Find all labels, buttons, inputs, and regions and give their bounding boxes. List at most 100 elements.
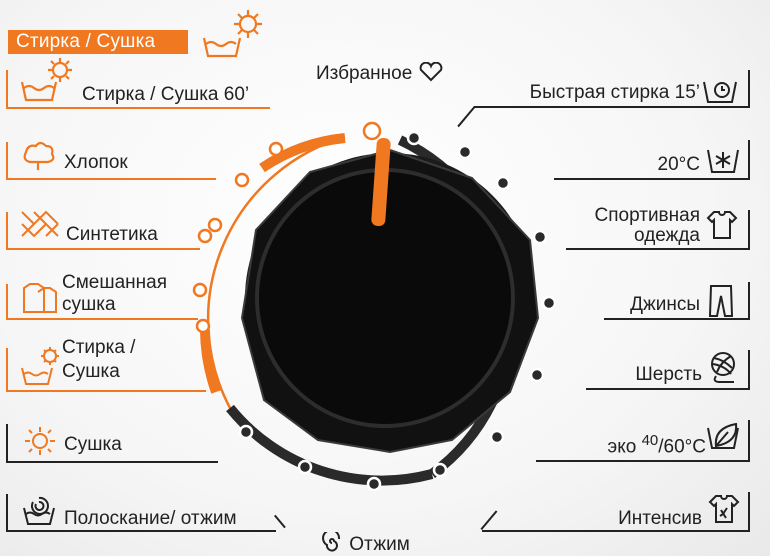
program-label-line1: Стирка / [62,337,136,358]
program-underline [6,390,206,392]
program-underline [6,248,200,250]
cotton-icon [23,141,55,170]
program-quick-wash-15[interactable]: Быстрая стирка 15’ [470,82,700,104]
program-wool[interactable]: Шерсть [580,364,702,386]
knob-pointer [371,138,391,226]
favorite-dot [362,121,382,141]
program-label: Быстрая стирка 15’ [529,82,700,103]
program-label: Синтетика [66,224,158,245]
program-underline [604,318,750,320]
program-underline [6,530,276,532]
jeans-icon [708,285,734,317]
eco-prefix: эко [607,436,637,458]
program-dry[interactable]: Сушка [64,434,122,456]
left-arc-highlight-bottom [200,329,221,394]
dot [195,318,211,334]
spin-program[interactable]: Отжим [320,529,410,556]
program-underline [6,318,198,320]
program-label: Интенсив [618,508,702,529]
accent-tick [6,142,8,180]
program-label: Джинсы [630,294,700,315]
eco-temp-40: 40 [641,432,659,449]
program-wash-dry[interactable]: Стирка / Сушка [62,336,135,384]
tick [748,140,750,180]
program-label-line1: Смешанная [62,272,168,293]
program-underline [6,178,216,180]
program-underline [6,461,218,463]
timer-icon [703,81,737,103]
program-label-line2: одежда [634,225,700,246]
dot [297,459,313,475]
dot [495,175,511,191]
wash-dry-icon [202,10,262,58]
tick [6,424,8,462]
intensive-shirt-icon [708,495,740,523]
dot [541,295,557,311]
accent-tick [6,348,8,390]
dot [268,141,284,157]
favorite-label: Избранное [316,63,413,84]
snowflake-icon [707,149,739,173]
program-jeans[interactable]: Джинсы [580,294,700,316]
program-label: Сушка [64,434,122,455]
program-underline [6,107,270,109]
program-label-line1: Спортивная [594,205,700,226]
knob-face [257,170,513,426]
tick [748,350,750,390]
program-rinse-spin[interactable]: Полоскание/ отжим [64,508,237,530]
program-knob[interactable] [240,138,540,454]
program-synthetic[interactable]: Синтетика [66,224,158,246]
wash-dry-icon [20,58,72,102]
wash-dry-icon [21,347,59,385]
tick [748,420,750,462]
favorite-program[interactable]: Избранное [316,61,444,85]
tick [748,210,750,250]
program-label-line2: Сушка [62,361,120,382]
eco-slash: / [658,436,664,458]
program-20c[interactable]: 20°C [580,154,700,176]
accent-tick [6,212,8,248]
program-mixed-dry[interactable]: Смешанная сушка [62,272,167,316]
program-label-line2: сушка [62,294,116,315]
mixed-dry-icon [23,283,57,313]
tick [748,282,750,320]
program-sportswear[interactable]: Спортивная одежда [560,206,700,246]
left-arc-highlight-top [259,133,346,173]
program-label: Хлопок [64,152,128,173]
accent-tick [6,70,8,108]
eco-temp-60: 60°C [663,436,706,458]
program-underline [586,388,750,390]
dot [532,229,548,245]
program-underline [554,178,750,180]
rinse-spin-icon [23,496,55,525]
program-intensive[interactable]: Интенсив [580,508,702,530]
program-eco-40-60[interactable]: эко 40/60°C [560,430,707,458]
dot [207,217,223,233]
program-cotton[interactable]: Хлопок [64,152,128,174]
tick [748,70,750,108]
eco-leaf-icon [707,422,739,449]
dot [529,367,545,383]
program-label: Полоскание/ отжим [64,508,237,529]
spin-label: Отжим [349,534,410,555]
dot [432,462,448,478]
dot [457,144,473,160]
wash-dry-header: Стирка / Сушка [8,30,188,54]
spiral-icon [322,529,341,552]
program-label: Шерсть [635,364,702,385]
dot [366,476,382,492]
tick [6,494,8,530]
sun-icon [25,427,55,455]
dot [197,228,213,244]
program-label: 20°C [657,154,700,175]
tick [748,492,750,532]
dot [406,130,422,146]
heart-icon [419,61,442,82]
program-wash-dry-60[interactable]: Стирка / Сушка 60’ [82,84,249,106]
accent-tick [6,284,8,318]
program-underline [536,460,750,462]
program-underline [482,530,750,532]
dot [489,429,505,445]
